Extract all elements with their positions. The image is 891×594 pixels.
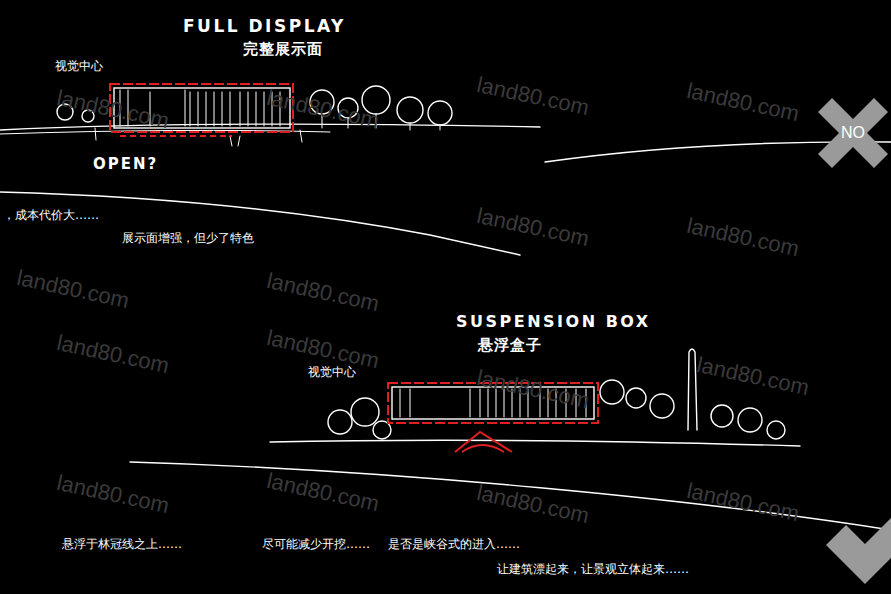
note: 尽可能减少开挖…… [262,538,370,552]
cross-shape [818,98,888,168]
watermark: land80.com [265,268,382,316]
question-label: OPEN? [93,156,158,173]
focus-base [120,135,232,137]
section-heading: FULL DISPLAY [183,17,346,37]
tree [626,388,646,408]
watermark: land80.com [475,365,592,413]
tree [328,410,352,434]
watermark: land80.com [475,203,592,251]
tower [688,349,697,430]
tree [428,101,452,125]
section-subheading: 完整展示面 [243,41,323,58]
focus-label: 视觉中心 [55,60,103,74]
check-mark [826,518,891,584]
note: 让建筑漂起来，让景观立体起来…… [497,563,689,577]
watermark: land80.com [15,265,132,313]
canyon-entry [455,432,512,452]
tree [397,97,423,123]
watermark: land80.com [55,470,172,518]
ground-line [0,124,540,130]
section-heading: SUSPENSION BOX [456,313,651,331]
section-subheading: 悬浮盒子 [478,337,542,354]
tree [711,405,733,427]
tree [738,408,762,432]
note: 悬浮于林冠线之上…… [62,538,182,552]
focus-label: 视觉中心 [308,366,356,380]
terrain-curve [0,192,520,255]
terrain-curve [130,462,891,530]
tree [767,421,785,439]
watermark: land80.com [475,72,592,120]
note: 是否是峡谷式的进入…… [388,538,520,552]
note: ，成本代价大…… [3,209,99,223]
note: 展示面增强，但少了特色 [122,232,254,246]
watermark: land80.com [695,352,812,400]
watermark: land80.com [55,330,172,378]
ground-line [270,440,800,446]
watermark: land80.com [685,478,802,526]
no-badge: NO [818,98,888,168]
watermark: land80.com [685,78,802,126]
badge-text: NO [841,124,865,142]
tree [600,380,624,404]
watermark: land80.com [685,213,802,261]
watermark: land80.com [265,468,382,516]
tree [650,394,674,418]
tree [351,398,379,426]
ground-strokes [95,128,302,146]
